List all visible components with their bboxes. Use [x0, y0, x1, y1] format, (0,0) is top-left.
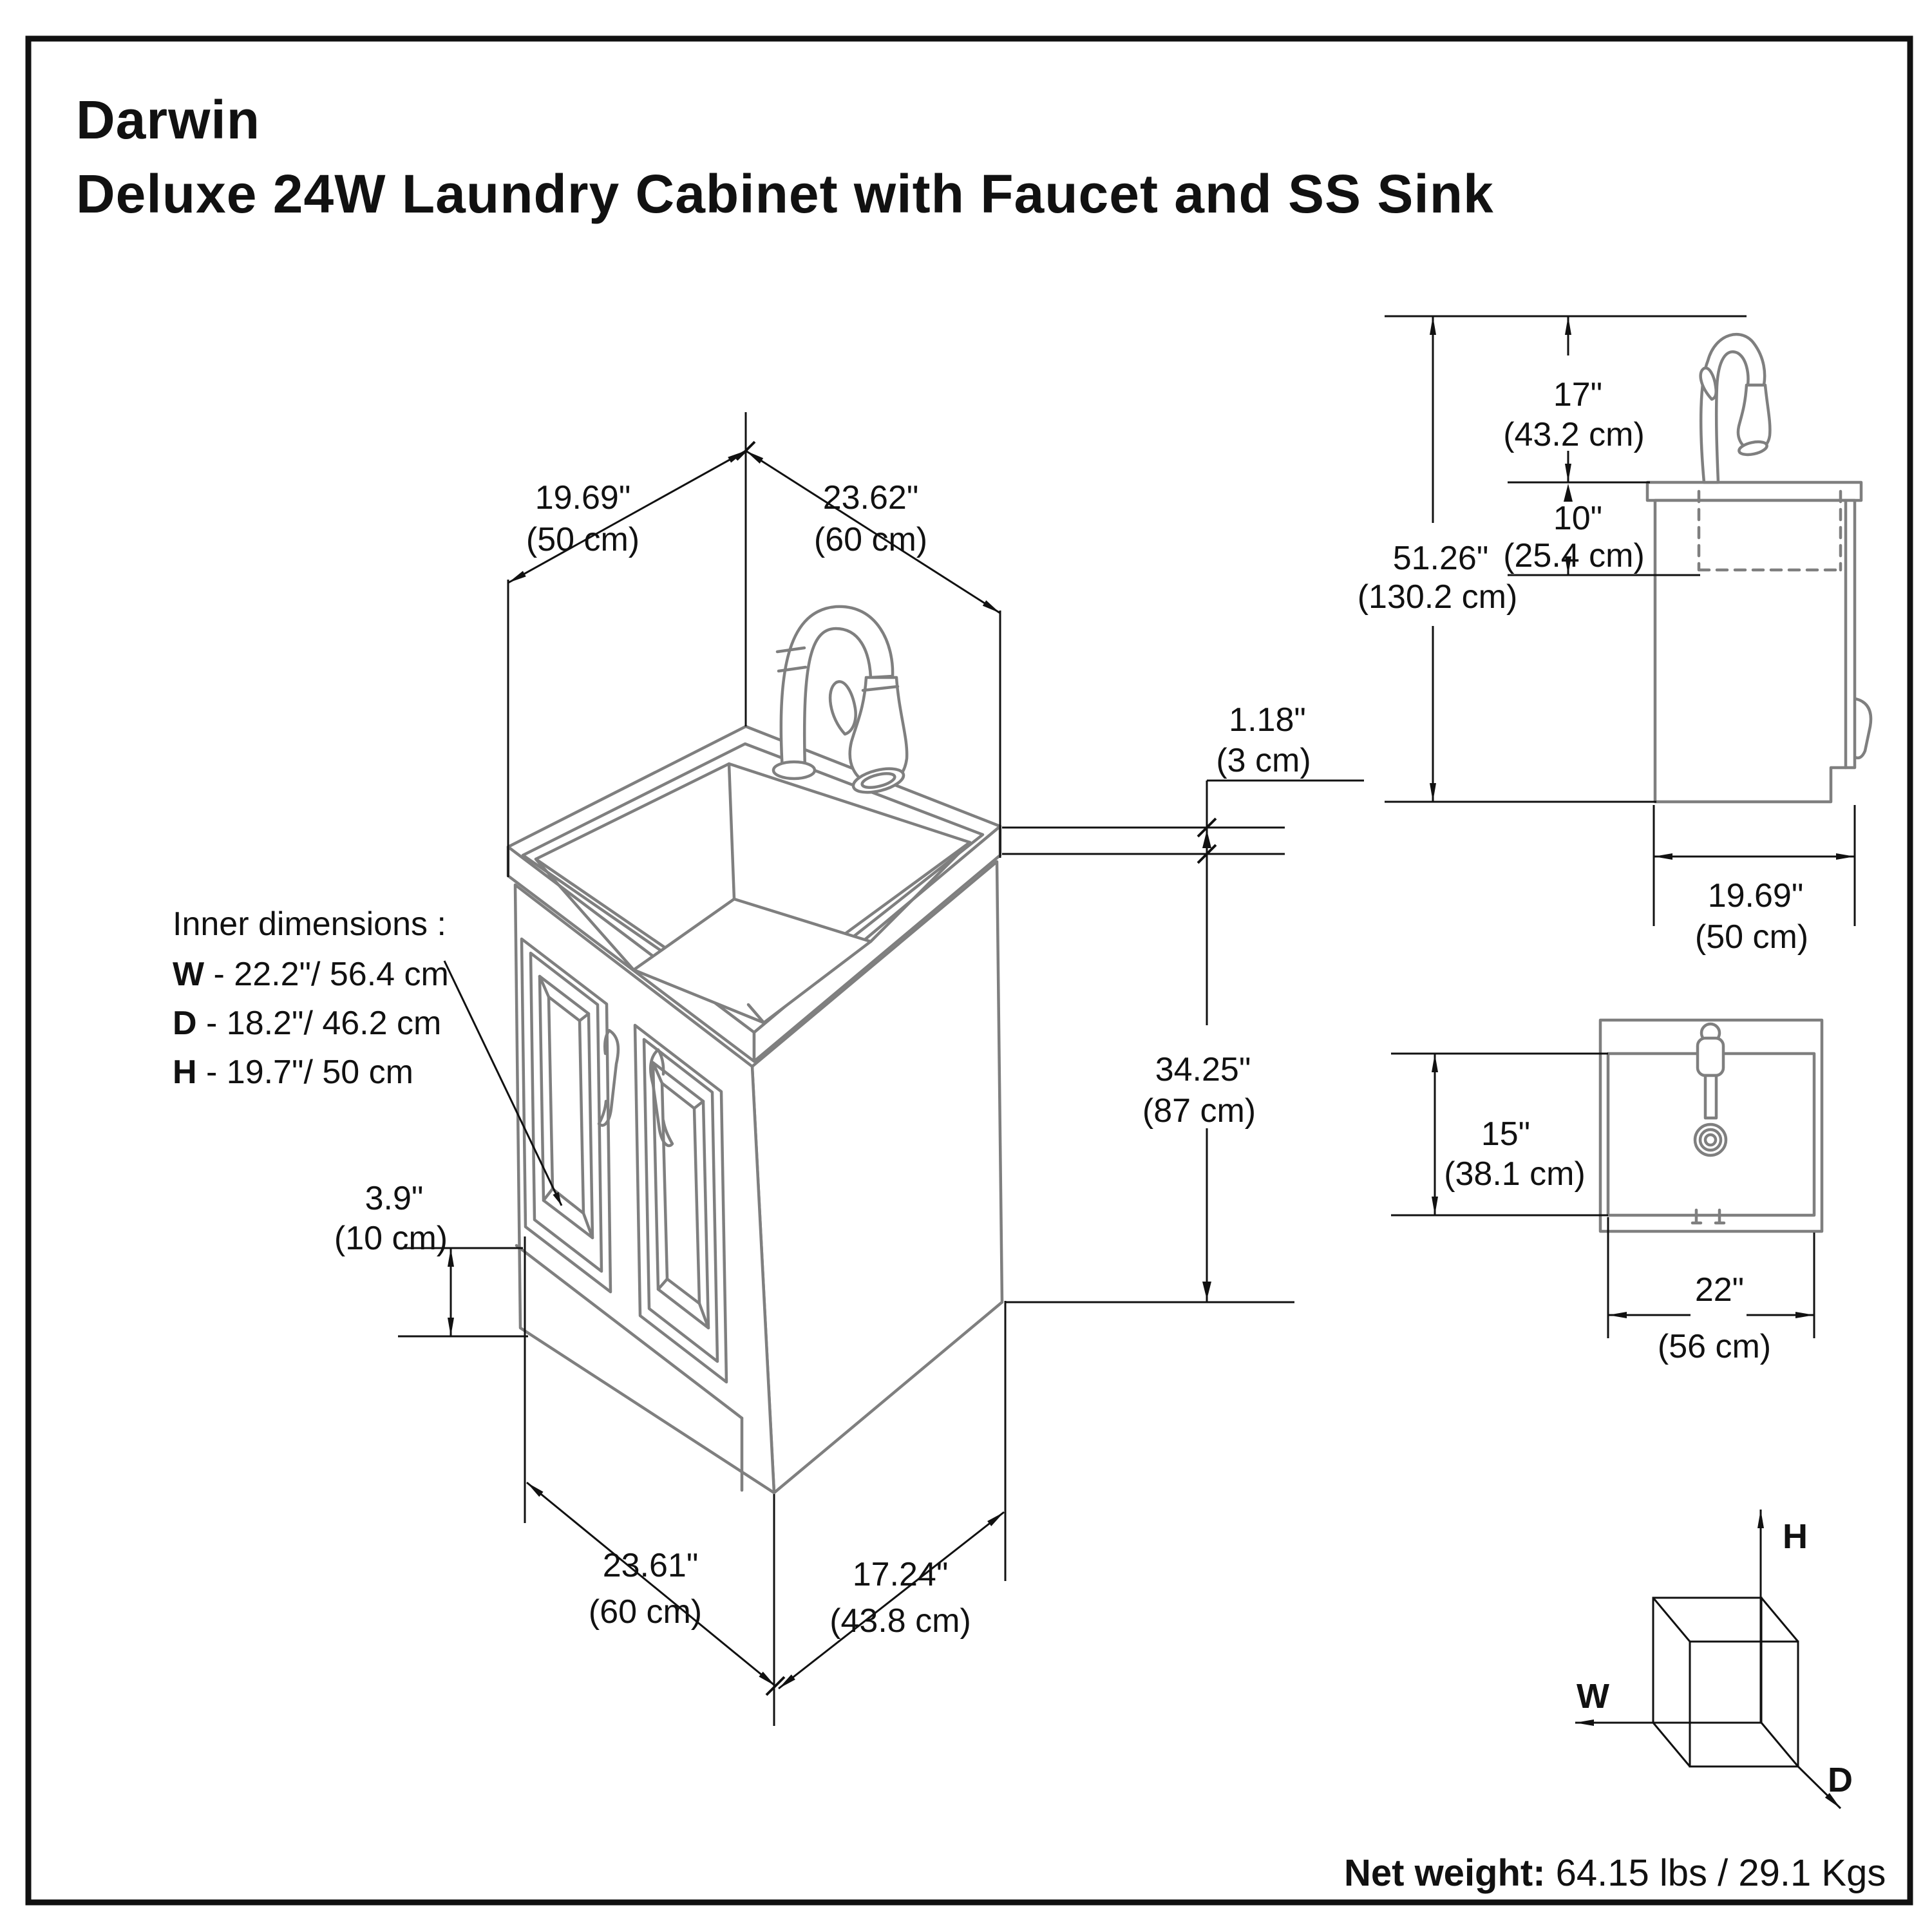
ref-lines-toe-kick	[398, 1247, 528, 1338]
top-drain-outer	[1693, 1122, 1728, 1157]
dim-toe-kick-in: 3.9"	[365, 1180, 424, 1217]
top-faucet-stem	[1703, 1074, 1718, 1120]
top-dim-width-in: 22"	[1695, 1271, 1744, 1309]
dim-line-width-bottom	[526, 1481, 776, 1687]
dim-counter-thickness-cm: (3 cm)	[1216, 742, 1311, 779]
dim-depth-top-in: 19.69"	[535, 479, 631, 516]
side-door-handle	[1853, 697, 1873, 760]
dim-width-top-cm: (60 cm)	[814, 521, 927, 558]
top-faucet-body	[1696, 1036, 1725, 1077]
arrow-counter-height-bottom	[1202, 1282, 1211, 1300]
dim-counter-thickness-in: 1.18"	[1229, 701, 1306, 739]
cube-wireframe	[1652, 1596, 1799, 1768]
inner-dimensions-note: Inner dimensions : W - 22.2"/ 56.4 cm D …	[173, 905, 563, 1206]
faucet-hose-collar	[775, 646, 808, 673]
top-dim-depth-cm: (38.1 cm)	[1444, 1155, 1586, 1193]
top-dim-depth-in: 15"	[1481, 1115, 1530, 1153]
ref-lines-counter-thickness	[1002, 826, 1285, 855]
top-drain-mid	[1698, 1128, 1723, 1152]
net-weight: Net weight: 64.15 lbs / 29.1 Kgs	[1344, 1852, 1886, 1894]
inner-d-value: - 18.2"/ 46.2 cm	[197, 1005, 442, 1042]
sink-basin-edges	[534, 762, 972, 1025]
dim-line-width-top	[745, 450, 1001, 614]
side-arrow-sink-top	[1564, 484, 1573, 502]
side-faucet-lever	[1699, 366, 1718, 401]
side-hidden-sink	[1697, 489, 1842, 572]
dim-depth-bottom-in: 17.24"	[853, 1556, 949, 1593]
side-counter-slab	[1645, 480, 1863, 502]
inner-w-key: W	[173, 956, 205, 993]
door-handle-right	[649, 1048, 674, 1148]
net-weight-value: 64.15 lbs / 29.1 Kgs	[1546, 1852, 1886, 1894]
side-dim-total-in: 51.26"	[1393, 540, 1489, 577]
faucet-base	[772, 760, 817, 781]
arrow-counter-height-top	[1202, 830, 1211, 848]
faucet-lever	[828, 680, 857, 736]
inner-h-value: - 19.7"/ 50 cm	[197, 1054, 413, 1091]
side-dim-depth-cm: (50 cm)	[1695, 918, 1808, 956]
top-drain-inner	[1703, 1133, 1718, 1147]
product-description: Deluxe 24W Laundry Cabinet with Faucet a…	[76, 164, 1494, 224]
inner-dimensions-leader-arrow	[443, 960, 563, 1206]
faucet-top	[1690, 1022, 1728, 1225]
side-ext-depth	[1653, 805, 1856, 926]
axis-d-label: D	[1828, 1761, 1853, 1799]
isometric-dimensions: 19.69" (50 cm) 23.62" (60 cm) 1.18" (3 c…	[173, 412, 1364, 1726]
top-dim-width-cm: (56 cm)	[1658, 1328, 1771, 1365]
inner-dimensions-heading: Inner dimensions :	[173, 905, 446, 943]
axis-d-arrow	[1797, 1765, 1842, 1810]
dim-counter-height-cm: (87 cm)	[1142, 1092, 1256, 1130]
top-mounting-clips	[1690, 1208, 1726, 1225]
door-handle-left	[597, 1028, 620, 1127]
inner-dimension-height: H - 19.7"/ 50 cm	[173, 1054, 413, 1091]
side-dim-sink-in: 10"	[1553, 500, 1602, 537]
top-view: 15" (38.1 cm) 22" (56 cm)	[1391, 1018, 1824, 1365]
door-left	[520, 937, 612, 1294]
inner-dimension-width: W - 22.2"/ 56.4 cm	[173, 956, 449, 993]
inner-dimension-depth: D - 18.2"/ 46.2 cm	[173, 1005, 441, 1042]
side-view: 17" (43.2 cm) 10" (25.4 cm) 51.26" (130.…	[1358, 315, 1873, 956]
side-dim-total-cm: (130.2 cm)	[1358, 578, 1518, 616]
axis-h-label: H	[1783, 1517, 1808, 1556]
side-dim-faucet-cm: (43.2 cm)	[1503, 416, 1645, 453]
page-border	[25, 35, 1913, 1906]
toe-kick-rail	[515, 1244, 744, 1420]
dim-line-depth-top	[507, 450, 746, 584]
side-dim-depth-in: 19.69"	[1708, 877, 1804, 914]
dim-line-depth-bottom	[778, 1511, 1005, 1690]
inner-w-value: - 22.2"/ 56.4 cm	[204, 956, 449, 993]
dim-width-bottom-cm: (60 cm)	[589, 1593, 702, 1631]
dim-depth-top-cm: (50 cm)	[526, 521, 639, 558]
top-ref-depth	[1391, 1052, 1608, 1217]
faucet-spout-mouth-inner	[860, 772, 896, 790]
isometric-view	[506, 605, 1004, 1495]
door-right	[633, 1023, 728, 1384]
product-name: Darwin	[76, 90, 260, 150]
side-dim-sink-cm: (25.4 cm)	[1503, 537, 1645, 574]
faucet-iso	[772, 605, 909, 794]
dim-depth-bottom-cm: (43.8 cm)	[829, 1602, 971, 1640]
side-faucet-head	[1736, 383, 1772, 452]
inner-h-key: H	[173, 1054, 197, 1091]
dim-width-bottom-in: 23.61"	[603, 1547, 699, 1584]
faucet-side	[1699, 332, 1772, 484]
side-faucet-mouth	[1738, 440, 1768, 457]
side-cabinet-body	[1653, 498, 1857, 804]
faucet-head-collar	[861, 685, 900, 692]
dim-counter-height-in: 34.25"	[1155, 1051, 1251, 1088]
axis-w-label: W	[1577, 1677, 1609, 1716]
dim-width-top-in: 23.62"	[823, 479, 919, 516]
axis-cube: H W D	[1575, 1510, 1853, 1810]
side-dim-faucet-in: 17"	[1553, 376, 1602, 413]
inner-d-key: D	[173, 1005, 197, 1042]
net-weight-label: Net weight:	[1344, 1852, 1546, 1894]
dim-toe-kick-cm: (10 cm)	[334, 1220, 448, 1257]
